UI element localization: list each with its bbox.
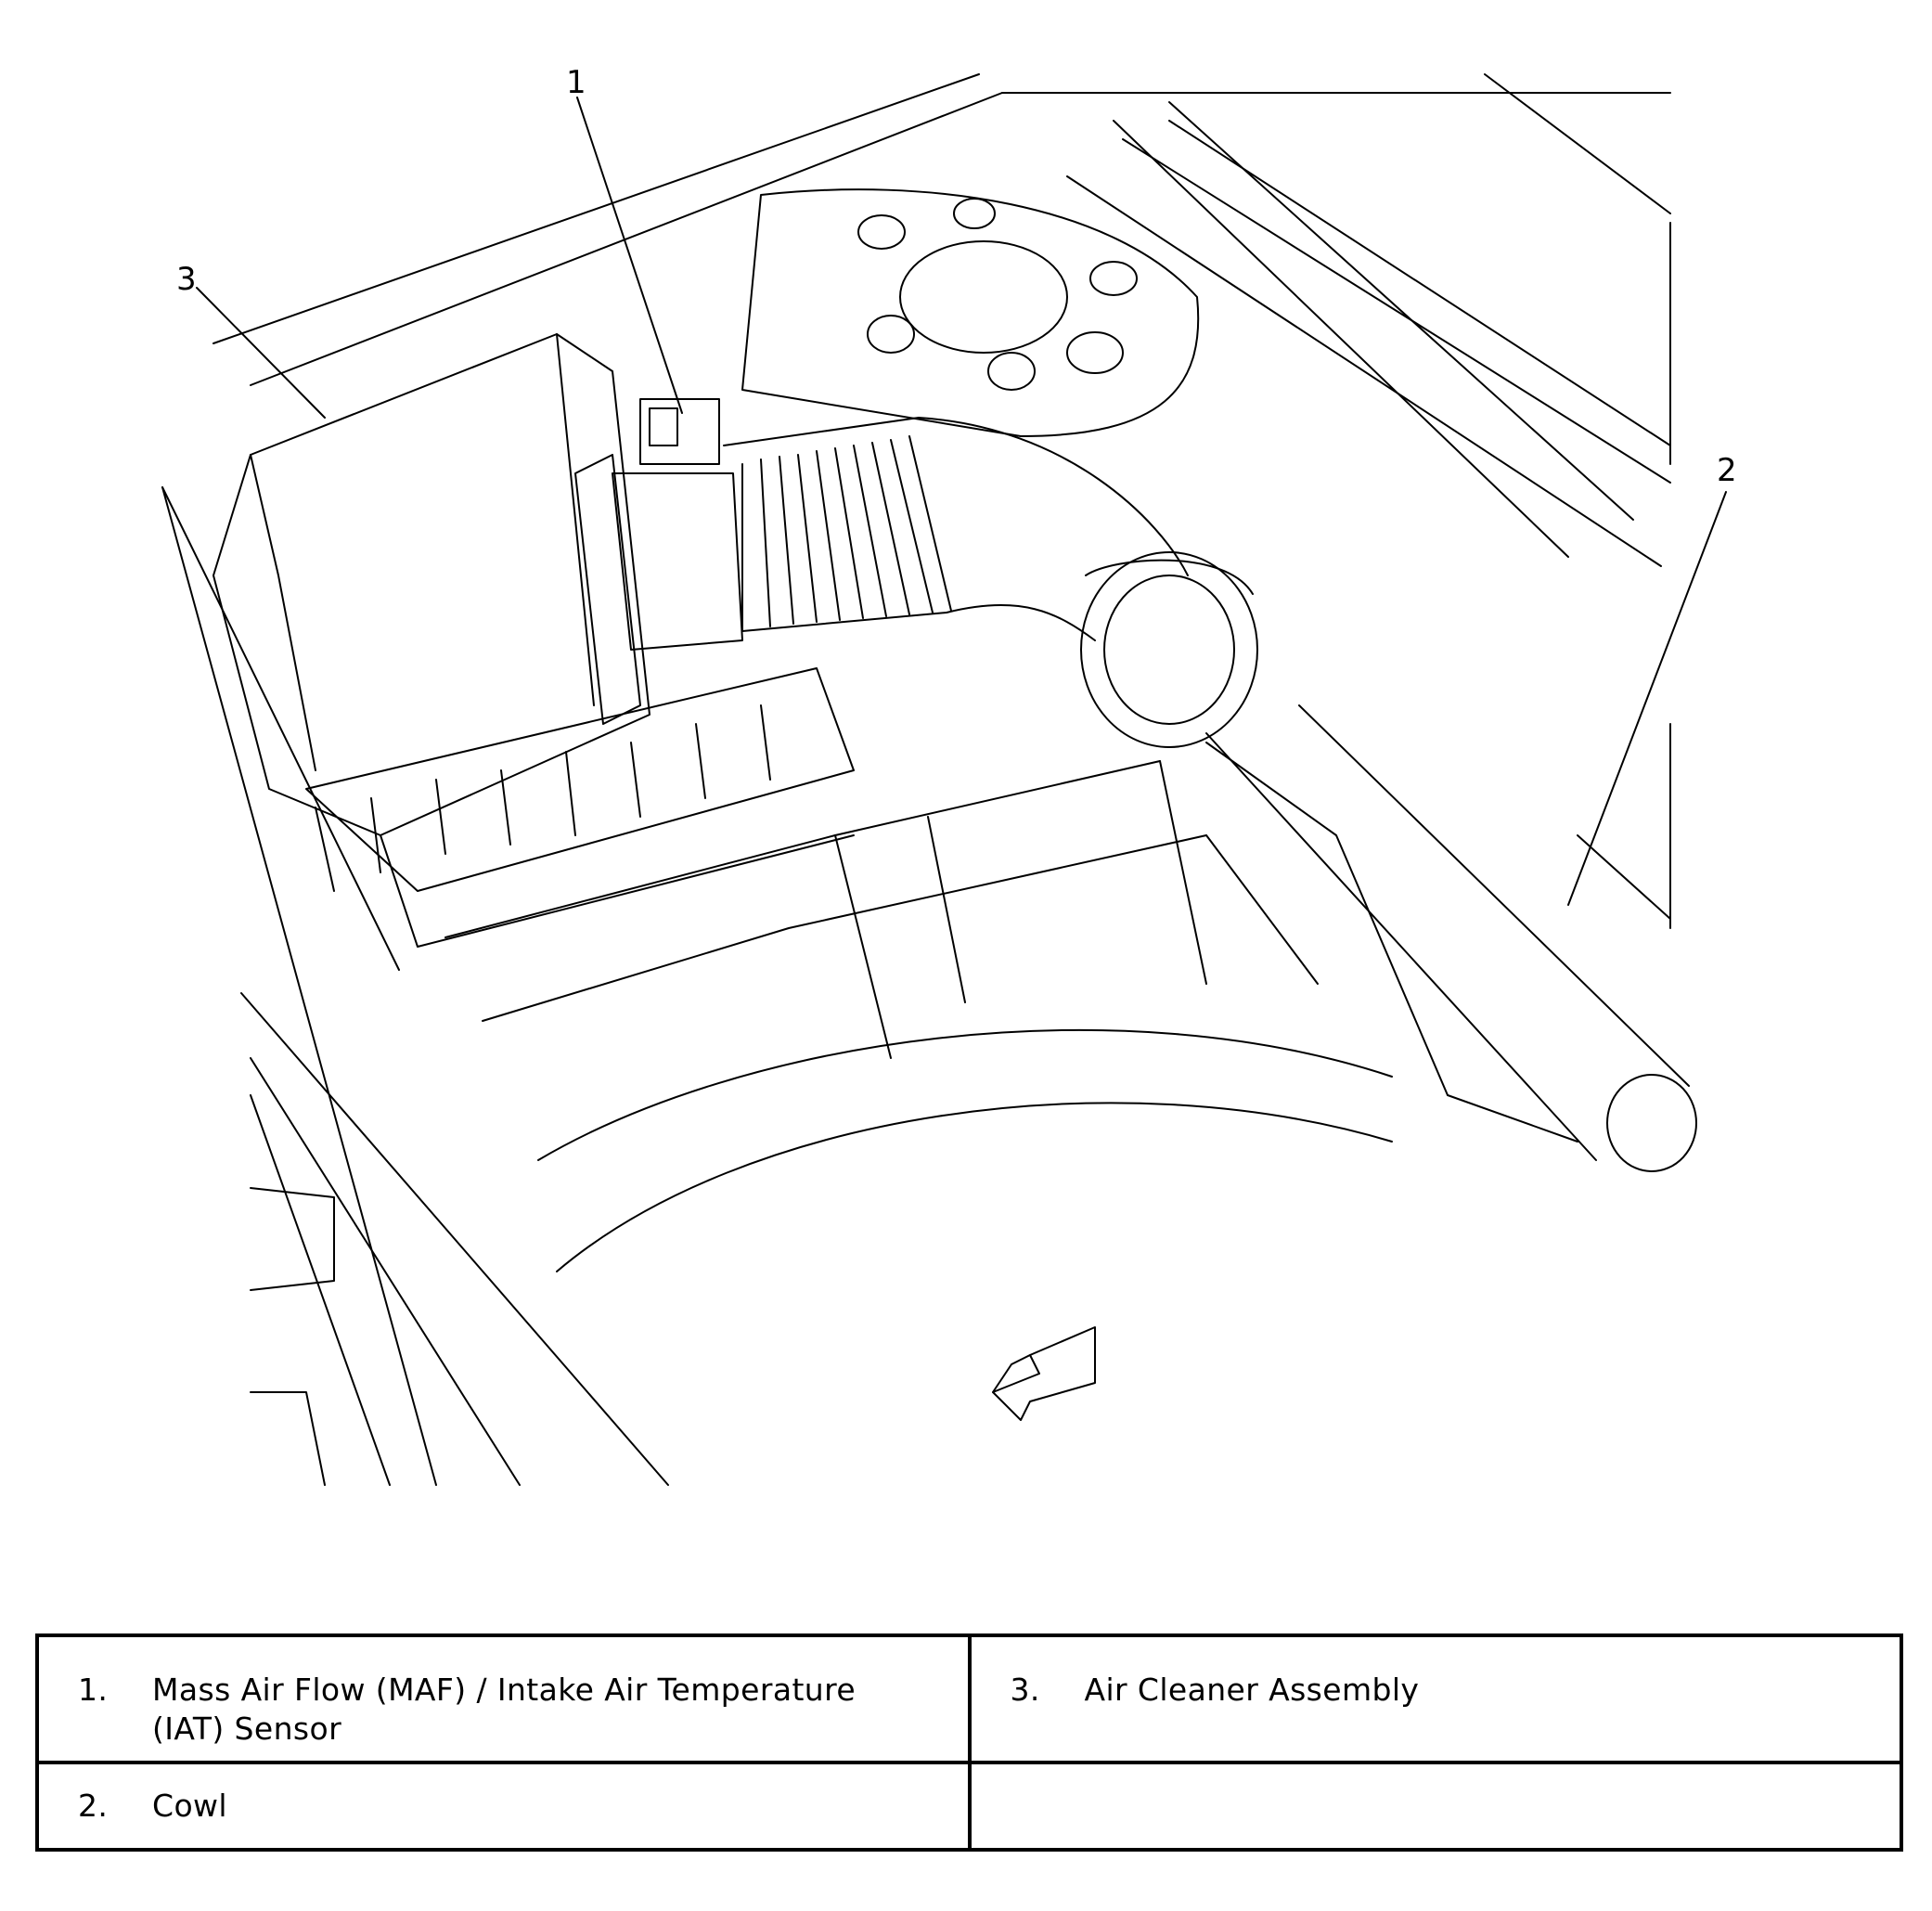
- cowl-tube: [1113, 101, 1697, 1172]
- engine-compartment-illustration: 1 2 3: [161, 64, 1737, 1486]
- legend-text: Mass Air Flow (MAF) / Intake Air Tempera…: [152, 1672, 857, 1747]
- legend-entry-2: 2. Cowl: [39, 1764, 968, 1826]
- legend-table: 1. Mass Air Flow (MAF) / Intake Air Temp…: [35, 1633, 1903, 1852]
- callout-3-label: 3: [176, 261, 197, 298]
- callout-1-label: 1: [566, 64, 586, 101]
- legend-number: 1.: [78, 1672, 109, 1708]
- body-panels: [161, 73, 1671, 1486]
- intake-duct: [723, 417, 1189, 641]
- legend-text: Air Cleaner Assembly: [1084, 1672, 1420, 1708]
- front-direction-arrow: [992, 1326, 1096, 1421]
- legend-row: 2. Cowl: [35, 1761, 1903, 1852]
- legend-cell-empty: [967, 1761, 1903, 1852]
- firewall-plate: [741, 188, 1200, 437]
- callout-labels: 1 2 3: [176, 64, 1737, 489]
- maf-iat-sensor: [612, 398, 743, 651]
- throttle-body: [1080, 551, 1258, 748]
- legend-entry-1: 1. Mass Air Flow (MAF) / Intake Air Temp…: [39, 1637, 968, 1749]
- legend-text: Cowl: [152, 1788, 227, 1824]
- legend-cell: 1. Mass Air Flow (MAF) / Intake Air Temp…: [35, 1633, 972, 1764]
- legend-row: 1. Mass Air Flow (MAF) / Intake Air Temp…: [35, 1633, 1903, 1764]
- callout-leaders: [196, 97, 1727, 906]
- legend-cell: 3. Air Cleaner Assembly: [967, 1633, 1903, 1764]
- air-cleaner-assembly: [213, 333, 855, 948]
- legend-entry-3: 3. Air Cleaner Assembly: [972, 1637, 1900, 1710]
- callout-2-label: 2: [1717, 452, 1737, 489]
- legend-number: 3.: [1010, 1672, 1040, 1708]
- legend-number: 2.: [78, 1788, 109, 1824]
- legend-entry-empty: [972, 1764, 1900, 1798]
- legend-cell: 2. Cowl: [35, 1761, 972, 1852]
